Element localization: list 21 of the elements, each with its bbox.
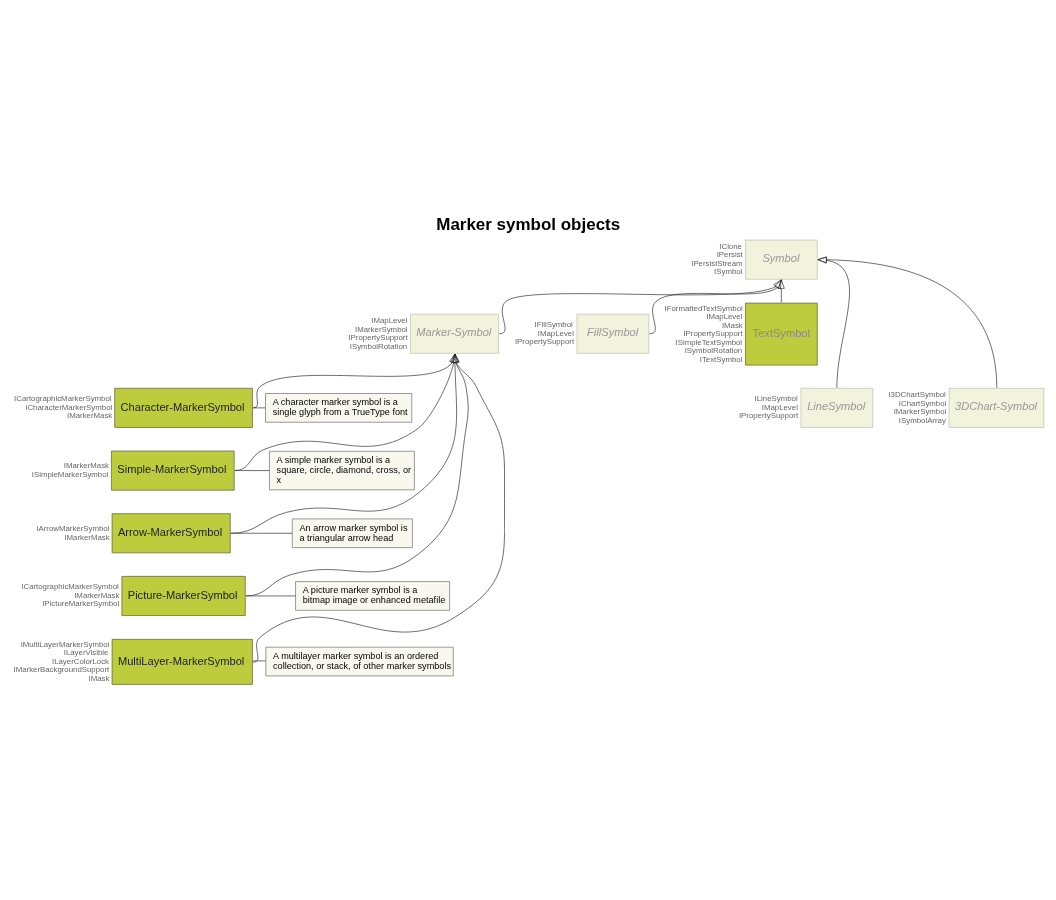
diagram-title: Marker symbol objects [436,215,621,235]
connector [245,595,296,597]
node-box: A multilayer marker symbol is an ordered collection, or stack, of other marker symbols [265,646,454,677]
arrow [649,279,782,335]
connector [230,532,293,534]
arrow [245,353,469,597]
arrow [498,279,782,335]
arrow [817,256,998,388]
connector [234,470,270,471]
connector [252,407,266,409]
arrow [230,353,459,534]
node-box: A character marker symbol is a single glyph from a TrueType font [265,393,413,423]
arrow [234,353,458,471]
connector [252,660,267,662]
arrow [252,353,505,663]
node-box: An arrow marker symbol is a triangular arrow head [291,518,413,548]
arrow [778,279,785,303]
arrow [817,257,850,388]
arrow [252,353,456,409]
node-box: A picture marker symbol is a bitmap image or enhanced metafile [295,581,450,611]
node-box: A simple marker symbol is a square, circle, diamond, cross, or x [269,451,415,491]
